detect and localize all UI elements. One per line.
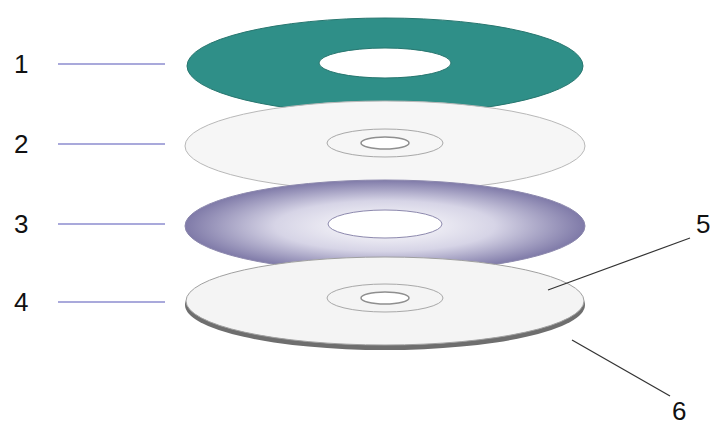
callout-number: 3	[14, 211, 28, 237]
callout-number: 5	[696, 211, 710, 237]
leader-line	[58, 301, 165, 303]
callout-number: 2	[14, 131, 28, 157]
leader-line	[58, 63, 165, 65]
lacquer-layer-disc	[185, 101, 585, 191]
leader-line	[58, 143, 165, 145]
hub-ring	[327, 129, 443, 157]
center-hole	[328, 210, 442, 238]
center-hole	[319, 48, 451, 78]
center-hole	[361, 137, 409, 149]
center-hole	[361, 292, 409, 304]
leader-line	[58, 223, 165, 225]
substrate-disc	[186, 257, 584, 345]
callout-number: 1	[14, 51, 28, 77]
hub-ring	[327, 284, 443, 312]
callout-number: 6	[672, 398, 686, 424]
leader-line	[548, 238, 690, 290]
callout-number: 4	[14, 289, 28, 315]
label-layer-disc	[187, 18, 583, 114]
leader-line	[572, 340, 670, 396]
